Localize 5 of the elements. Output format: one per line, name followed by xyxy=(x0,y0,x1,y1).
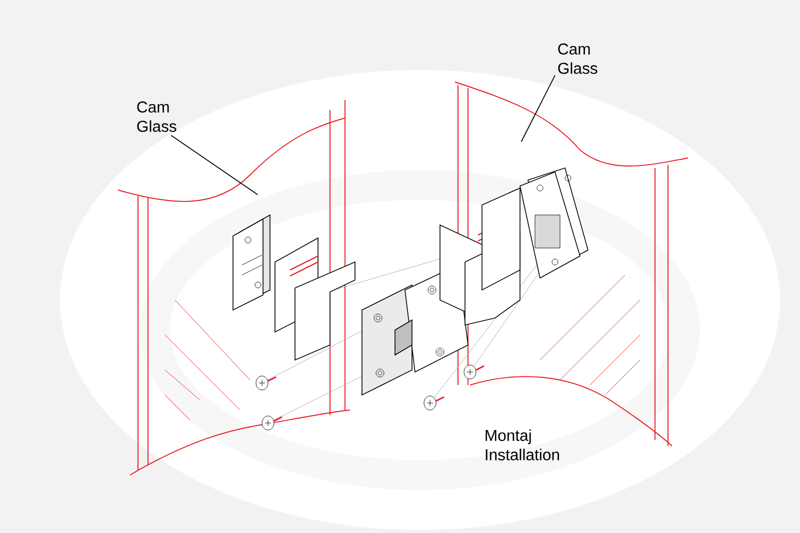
glass-label: Cam Glass xyxy=(558,43,598,74)
leader-line xyxy=(170,134,258,196)
glass-panel-drawing xyxy=(118,100,350,476)
leader-line xyxy=(520,74,556,142)
caption-text: Montaj Installation xyxy=(486,429,559,460)
